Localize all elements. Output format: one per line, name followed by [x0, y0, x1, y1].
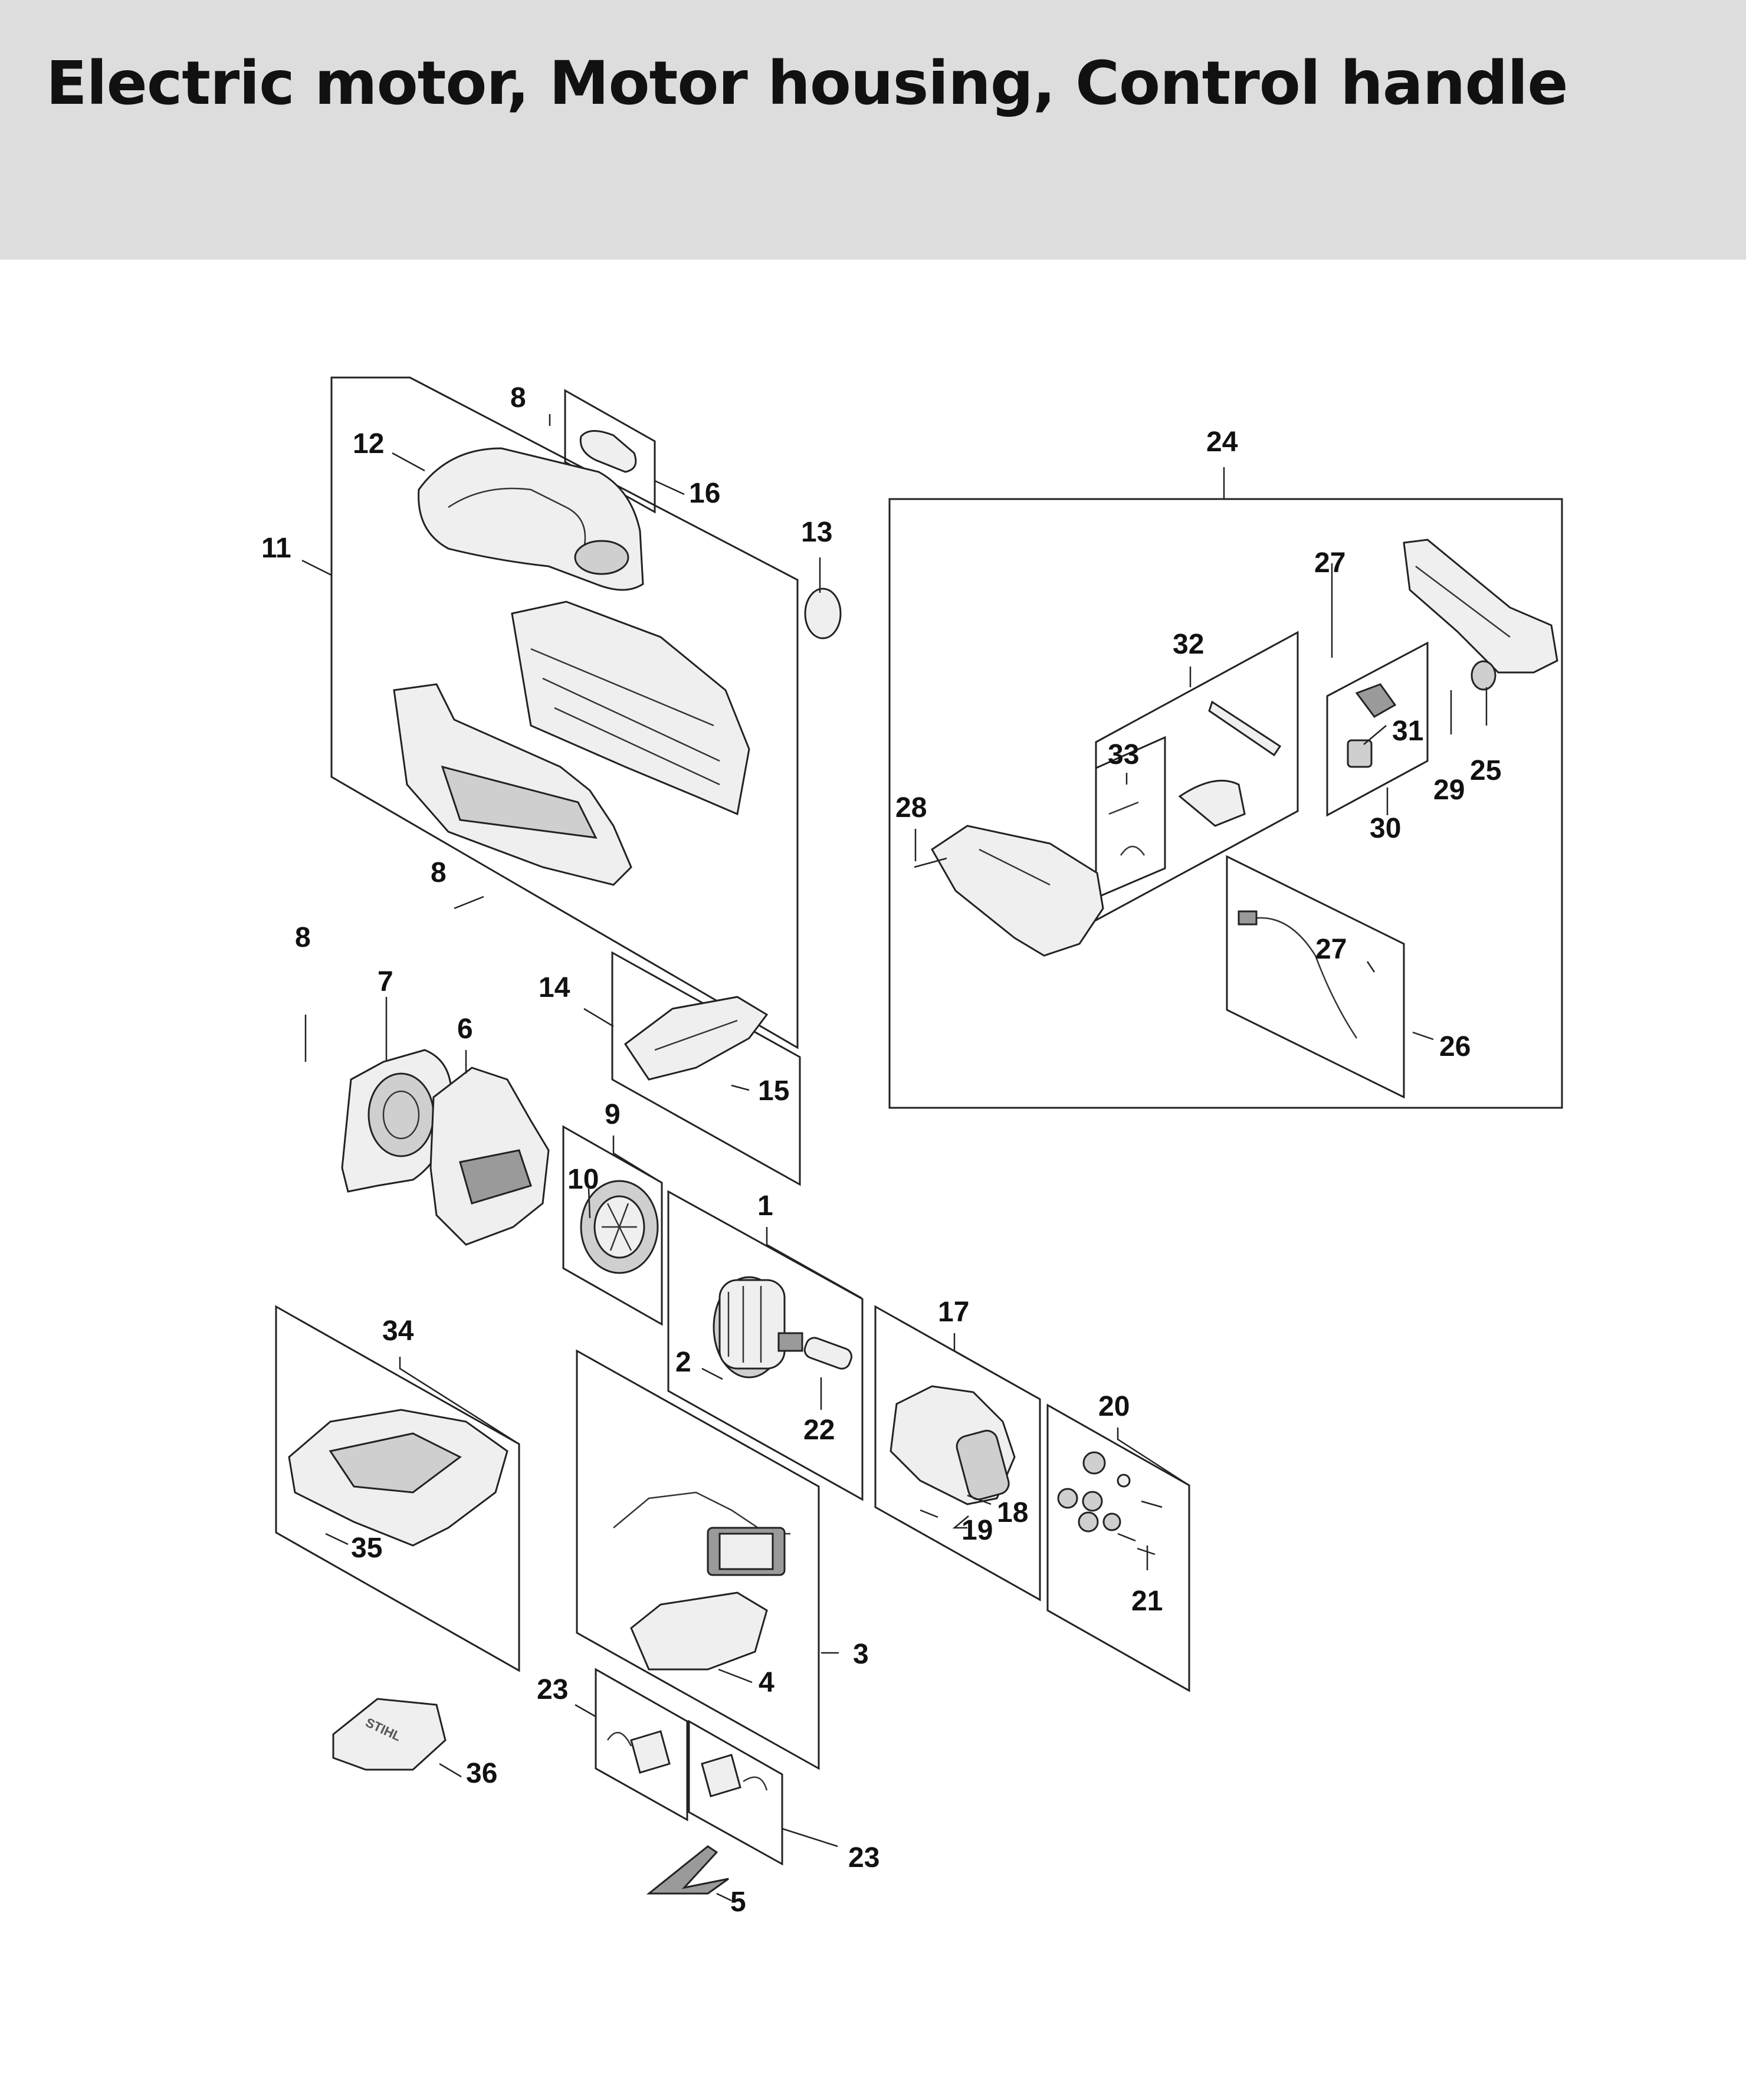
page-title: Electric motor, Motor housing, Control h…: [46, 48, 1568, 119]
callout-2: 2: [675, 1347, 691, 1378]
callout-32: 32: [1173, 629, 1204, 660]
part-4-electronics-tray: [630, 1592, 768, 1671]
callout-35: 35: [351, 1533, 382, 1564]
part-23-contact-right: [701, 1754, 768, 1797]
frame-air-guide-14: [611, 951, 801, 1186]
callout-28: 28: [895, 792, 927, 823]
frame-control-handle-24: [888, 498, 1563, 1109]
callout-18: 18: [997, 1497, 1028, 1528]
callout-24: 24: [1206, 426, 1238, 458]
frame-lever-33: [1095, 736, 1166, 900]
callout-34: 34: [382, 1315, 414, 1347]
frame-cable-26: [1226, 855, 1405, 1099]
callout-7: 7: [378, 966, 393, 998]
diagram-canvas: STIHL: [261, 376, 1563, 1918]
callout-23-right: 23: [848, 1842, 879, 1873]
callout-26: 26: [1439, 1031, 1471, 1062]
callout-10: 10: [567, 1164, 599, 1195]
callout-19: 19: [961, 1515, 993, 1546]
part-1-electric-motor: [713, 1276, 803, 1379]
frame-motor-1: [667, 1190, 864, 1501]
callout-6: 6: [457, 1013, 473, 1045]
callout-3: 3: [853, 1639, 869, 1670]
part-36-cover-cap: STIHL: [332, 1698, 447, 1771]
part-13-gasket: [804, 588, 842, 639]
frame-contact-23a: [595, 1668, 688, 1822]
part-26-cable-harness: [1238, 910, 1358, 1039]
callout-8-top: 8: [510, 382, 526, 414]
part-25-bushing: [1471, 660, 1496, 691]
part-33-lock-lever: [1108, 801, 1146, 856]
frame-electronics-3: [576, 1349, 820, 1770]
part-20-damper-set: [1057, 1451, 1131, 1533]
callout-11: 11: [261, 533, 291, 564]
callout-14: 14: [539, 972, 570, 1003]
callout-12: 12: [353, 428, 384, 460]
frame-cover-16: [564, 389, 656, 514]
part-24-control-handle-top: [1403, 539, 1558, 674]
callout-15: 15: [758, 1075, 789, 1107]
callout-16: 16: [689, 478, 720, 509]
callout-22: 22: [803, 1415, 835, 1446]
part-23-contact-left: [606, 1730, 671, 1774]
part-7-fan-cover: [341, 1049, 452, 1193]
frame-switch-30: [1326, 641, 1429, 817]
callout-29: 29: [1433, 775, 1465, 806]
frame-contact-23b: [688, 1720, 783, 1866]
callout-30: 30: [1370, 813, 1401, 844]
callout-8-middle: 8: [431, 857, 447, 888]
callout-8-left: 8: [295, 922, 311, 953]
page-header: Electric motor, Motor housing, Control h…: [0, 0, 1746, 260]
callout-31: 31: [1392, 716, 1423, 747]
part-3-electronics-module: [613, 1491, 790, 1576]
frame-fan-9: [562, 1125, 663, 1326]
part-17-gear-housing: [890, 1385, 1016, 1505]
part-34-handle-housing-cover: [288, 1409, 508, 1547]
callout-20: 20: [1098, 1391, 1130, 1422]
callout-21: 21: [1131, 1586, 1163, 1617]
part-21-screws: [1117, 1500, 1163, 1556]
exploded-parts-diagram: STIHL: [106, 348, 1693, 1941]
part-22-bearing-shaft: [803, 1337, 852, 1370]
part-24-control-handle-grip: [931, 825, 1104, 957]
frame-handle-cover-34: [275, 1305, 520, 1672]
leader-lines: [301, 414, 1488, 1902]
callout-36: 36: [466, 1758, 497, 1789]
part-16-cover-plate: [579, 430, 637, 473]
callout-5: 5: [730, 1886, 746, 1918]
part-14-air-guide: [623, 996, 769, 1081]
callout-1: 1: [757, 1190, 773, 1222]
callout-33: 33: [1108, 739, 1139, 770]
frame-motor-housing: [330, 376, 799, 1049]
part-11-housing-lower: [393, 601, 750, 886]
callout-9: 9: [605, 1099, 621, 1130]
callout-25: 25: [1470, 755, 1501, 786]
part-6-fan-housing: [429, 1067, 550, 1246]
part-30-switch-base: [1347, 739, 1373, 768]
part-12-housing-shell-top: [418, 447, 644, 591]
callout-23-left: 23: [537, 1674, 568, 1705]
part-31-switch: [1355, 683, 1397, 718]
callout-27-top: 27: [1314, 547, 1345, 579]
part-32-lever: [1178, 700, 1282, 827]
part-9-fan-wheel: [580, 1180, 659, 1274]
callout-17: 17: [938, 1297, 969, 1328]
part-5-spring-clip: [646, 1845, 729, 1895]
callout-4: 4: [759, 1667, 774, 1698]
callout-13: 13: [801, 517, 832, 548]
callout-27-bottom: 27: [1315, 934, 1347, 965]
frame-damper-20: [1046, 1403, 1190, 1692]
